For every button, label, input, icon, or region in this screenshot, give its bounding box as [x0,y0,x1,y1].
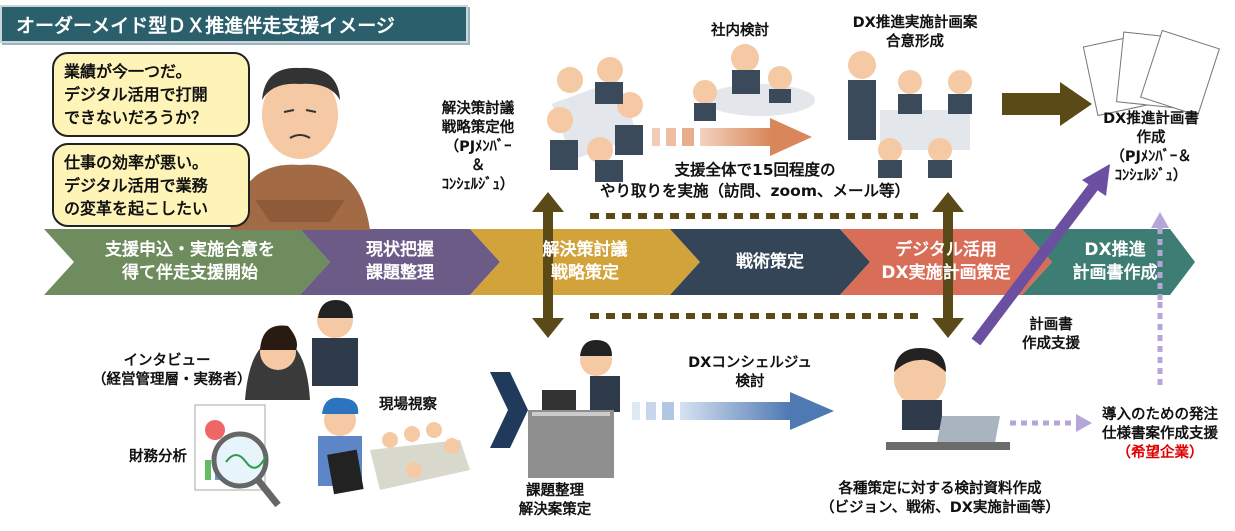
stage-4-line-1: 戦術策定 [736,252,804,272]
bubble-1-line-1: 業績が今一つだ。 [64,62,192,81]
purple-diagonal-arrow [971,182,1099,346]
page-title: オーダーメイド型ＤＸ推進伴走支援イメージ [0,5,468,43]
dx-plan-draft-line-1: DX推進実施計画案 [852,15,978,31]
materials-line-1: 各種策定に対する検討資料作成 [838,481,1042,497]
stage-label-2: 現状把握 課題整理 [330,239,470,285]
dx-plan-draft-line-2: 合意形成 [886,34,944,50]
bubble-1-line-2: デジタル活用で打開 [64,85,208,104]
hope-label: （希望企業） [1116,445,1204,461]
speech-bubble-1: 業績が今一つだ。 デジタル活用で打開 できないだろうか？ [52,52,250,137]
speech-bubble-2: 仕事の効率が悪い。 デジタル活用で業務 の変革を起こしたい [52,143,250,227]
stage-2-line-2: 課題整理 [366,263,434,283]
meeting-illustration-left [547,57,643,182]
plan-support-line-2: 作成支援 [1022,336,1080,352]
dx-plan-doc-line-1: DX推進計画書 [1103,111,1199,127]
label-issue-org: 課題整理 解決案策定 [500,482,610,520]
bubble-2-line-3: の変革を起こしたい [64,199,209,218]
label-intro-spec: 導入のための発注 仕様書案作成支援 （希望企業） [1088,406,1232,463]
interview-line-2: （経営管理層・実務者） [92,372,252,388]
stage-label-4: 戦術策定 [700,251,840,274]
label-support-total: 支援全体で15回程度の やり取りを実施（訪問、zoom、メール等） [590,160,920,202]
issue-org-line-2: 解決案策定 [518,502,592,518]
vertical-arrow-right [932,192,964,338]
orange-arrow [652,118,812,156]
bubble-1-line-3: できないだろうか？ [64,108,208,127]
stage-1-line-2: 得て伴走支援開始 [122,263,258,283]
label-plan-support: 計画書 作成支援 [1006,316,1096,354]
dark-arrow-to-plan [1002,82,1092,126]
stage-label-3: 解決策討議 戦略策定 [500,239,670,285]
label-kaiketsu-top: 解決策討議 戦略策定他 （PJﾒﾝﾊﾞｰ ＆ ｺﾝｼｪﾙｼﾞｭ） [418,100,538,195]
stage-label-5: デジタル活用 DX実施計画策定 [866,239,1026,285]
stage-6-line-2: 計画書作成 [1072,263,1158,283]
stage-label-6: DX推進 計画書作成 [1050,239,1180,285]
label-site-visit: 現場視察 [379,397,437,413]
dx-plan-doc-line-3: （PJﾒﾝﾊﾞｰ＆ [1110,149,1192,165]
label-dx-concierge: DXコンシェルジュ 検討 [680,354,820,392]
label-materials: 各種策定に対する検討資料作成 （ビジョン、戦術、DX実施計画等） [800,480,1080,518]
interview-line-1: インタビュー [123,353,211,369]
stage-chevron-6 [1022,229,1195,295]
interview-illustration [245,300,358,400]
stage-chevron-3 [470,229,700,295]
plan-support-line-1: 計画書 [1029,317,1073,333]
navy-arrow [490,372,528,448]
site-inspection-illustration [318,397,470,495]
intro-spec-line-1: 導入のための発注 [1102,407,1218,423]
label-dx-plan-draft: DX推進実施計画案 合意形成 [830,14,1000,52]
stage-2-line-1: 現状把握 [366,240,434,260]
dx-plan-doc-line-2: 作成 [1136,130,1166,146]
desk-worker-right-illustration [886,348,1010,450]
support-total-line-2: やり取りを実施（訪問、zoom、メール等） [600,182,910,200]
stage-chevron-4 [670,229,870,295]
stage-3-line-1: 解決策討議 [542,240,628,260]
vertical-arrows [532,192,964,338]
intro-spec-line-2: 仕様書案作成支援 [1102,426,1218,442]
worried-man-illustration [230,67,370,230]
vertical-arrow-left [532,192,564,338]
kaiketsu-top-line-4: ＆ [470,158,486,174]
kaiketsu-top-line-3: （PJﾒﾝﾊﾞｰ [444,139,512,155]
dx-concierge-line-1: DXコンシェルジュ [688,355,812,371]
bubble-2-line-1: 仕事の効率が悪い。 [64,153,209,172]
label-interview: インタビュー （経営管理層・実務者） [92,352,252,390]
bubble-2-line-2: デジタル活用で業務 [64,176,208,195]
blue-arrow [632,392,834,430]
stage-6-line-1: DX推進 [1084,240,1146,260]
issue-org-line-1: 課題整理 [526,483,584,499]
stage-chevron-2 [300,229,500,295]
stage-chevron-1 [44,229,330,295]
kaiketsu-top-line-5: ｺﾝｼｪﾙｼﾞｭ） [441,177,515,193]
documents-illustration [1082,29,1220,117]
kaiketsu-top-line-1: 解決策討議 [441,101,515,117]
kaiketsu-top-line-2: 戦略策定他 [441,120,515,136]
stage-3-line-2: 戦略策定 [551,263,619,283]
label-finance: 財務分析 [129,449,187,465]
meeting-illustration-center [693,44,815,121]
stage-1-line-1: 支援申込・実施合意を [105,240,275,260]
stage-5-line-1: デジタル活用 [895,240,997,260]
dx-plan-doc-line-4: ｺﾝｼｪﾙｼﾞｭ） [1114,168,1188,184]
materials-line-2: （ビジョン、戦術、DX実施計画等） [820,500,1060,516]
stage-5-line-2: DX実施計画策定 [881,263,1011,283]
label-dx-plan-doc: DX推進計画書 作成 （PJﾒﾝﾊﾞｰ＆ ｺﾝｼｪﾙｼﾞｭ） [1086,110,1216,186]
finance-chart-illustration [194,404,281,508]
support-total-line-1: 支援全体で15回程度の [674,161,836,179]
desk-worker-left-illustration [528,340,620,478]
label-shanai: 社内検討 [711,23,769,39]
presentation-illustration [848,51,972,178]
stage-label-1: 支援申込・実施合意を 得て伴走支援開始 [80,239,300,285]
dx-concierge-line-2: 検討 [735,374,765,390]
